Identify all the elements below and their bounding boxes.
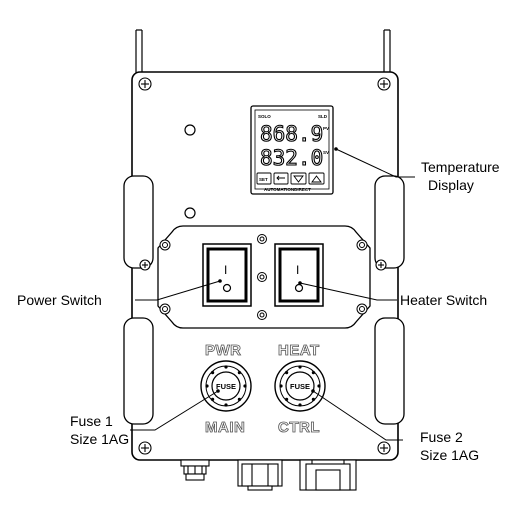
screw-icon: [138, 441, 152, 455]
indicator-hole: [184, 124, 196, 136]
screw-icon: [139, 259, 151, 271]
leader-dots: [216, 147, 338, 393]
fuse1-size-callout: Size 1AG: [70, 431, 129, 447]
cycle-key[interactable]: [273, 172, 289, 185]
up-arrow-icon: [311, 175, 322, 183]
ctrl-label: CTRL: [278, 419, 320, 436]
off-circle-icon: [222, 283, 232, 293]
callout-leaders: [130, 148, 415, 441]
power-connector: [237, 459, 283, 491]
screw-icon: [138, 77, 152, 91]
indicator-hole: [184, 207, 196, 219]
controller-brand: SOLO: [258, 114, 271, 119]
sv-readout: 832.0: [260, 146, 323, 170]
heater-switch[interactable]: I: [274, 243, 324, 307]
pwr-label: PWR: [205, 342, 242, 359]
power-switch-on-mark: I: [224, 263, 227, 277]
plate-screws: [159, 234, 368, 320]
heater-switch-callout: Heater Switch: [400, 292, 487, 308]
fuse1-callout: Fuse 1: [70, 413, 113, 429]
main-label: MAIN: [205, 419, 245, 436]
power-switch[interactable]: I: [202, 243, 252, 307]
cable-gland: [180, 459, 210, 481]
sv-marker: SV: [323, 150, 329, 155]
fuse2-callout: Fuse 2: [420, 429, 463, 445]
side-handles: [123, 175, 405, 425]
pv-marker: PV: [323, 126, 329, 131]
signal-connector: [299, 459, 357, 491]
down-arrow-icon: [293, 175, 304, 183]
fuse-holder-1[interactable]: FUSE: [200, 360, 252, 412]
heat-label: HEAT: [278, 342, 320, 359]
power-switch-callout: Power Switch: [17, 292, 102, 308]
cycle-arrow-icon: [276, 175, 285, 181]
fuse1-cap-label: FUSE: [216, 382, 236, 391]
set-key-label: SET: [259, 177, 268, 182]
controller-maker: AUTOMATIONDIRECT: [264, 187, 311, 192]
fuse2-cap-label: FUSE: [290, 382, 310, 391]
fuse2-size-callout: Size 1AG: [420, 447, 479, 463]
controller-keypad: [256, 172, 325, 185]
pv-readout: 868.9: [260, 122, 323, 146]
grip-notches: [205, 365, 247, 407]
corner-screws: [138, 77, 391, 455]
off-circle-icon: [294, 283, 304, 293]
set-key[interactable]: [256, 172, 272, 185]
temperature-display-callout-line2: Display: [428, 177, 474, 193]
heater-switch-on-mark: I: [296, 263, 299, 277]
screw-icon: [375, 259, 387, 271]
controller-tag: SLD: [318, 114, 328, 119]
screw-icon: [377, 441, 391, 455]
grip-notches: [279, 365, 321, 407]
temperature-controller: SOLO SLD 868.9 PV 832.0 SV SET AUTOMATIO…: [250, 105, 334, 195]
screw-icon: [377, 77, 391, 91]
temperature-display-callout: Temperature: [421, 159, 500, 175]
bottom-connectors: [180, 459, 357, 491]
fuse-holder-2[interactable]: FUSE: [274, 360, 326, 412]
